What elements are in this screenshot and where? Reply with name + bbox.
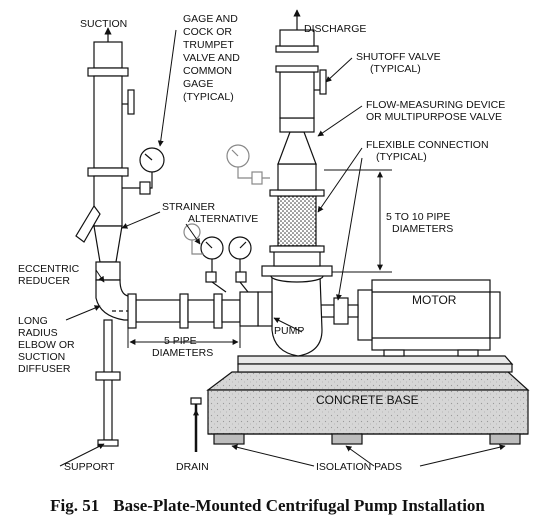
isolation-pad-left (213, 433, 245, 445)
label-eccentric-line2: REDUCER (18, 275, 70, 287)
label-isolation-pads: ISOLATION PADS (316, 461, 402, 473)
suction-pipe (75, 27, 137, 321)
discharge-shutoff-valve (314, 69, 327, 95)
label-gage-line7: (TYPICAL) (183, 91, 234, 103)
figure-number: Fig. 51 (50, 496, 100, 515)
label-eccentric-reducer: ECCENTRIC REDUCER (18, 263, 80, 287)
label-pump: PUMP (274, 325, 304, 337)
label-5-pipe-diameters: 5 PIPE DIAMETERS (152, 335, 213, 359)
horizontal-suction-run (112, 291, 259, 329)
dimension-5-pipe-diameters (127, 326, 241, 348)
label-flow-line1: FLOW-MEASURING DEVICE (366, 99, 505, 111)
support-stand (95, 319, 121, 447)
concrete-base (206, 371, 530, 435)
isolation-pad-middle (331, 433, 363, 445)
label-discharge: DISCHARGE (304, 23, 366, 35)
label-gage-line5: COMMON (183, 65, 232, 77)
figure-title: Base-Plate-Mounted Centrifugal Pump Inst… (113, 496, 485, 515)
dimension-5-to-10-pipe-diameters (324, 169, 392, 273)
label-flow-measuring-device: FLOW-MEASURING DEVICE OR MULTIPURPOSE VA… (366, 99, 505, 123)
pump-casing (257, 265, 333, 357)
label-pipe-dia-line2: DIAMETERS (392, 223, 453, 235)
alternative-gages (200, 236, 252, 293)
label-five-pipe-line1: 5 PIPE (164, 335, 197, 347)
label-long-line2: RADIUS (18, 327, 58, 339)
suction-gage (122, 147, 165, 195)
label-long-line1: LONG (18, 315, 48, 327)
label-long-radius-elbow: LONG RADIUS ELBOW OR SUCTION DIFFUSER (18, 315, 75, 375)
discharge-alternative-gage (226, 144, 270, 185)
label-gage-line1: GAGE AND (183, 13, 238, 25)
suction-shutoff-valve (122, 89, 135, 115)
label-gage-line2: COCK OR (183, 26, 232, 38)
label-gage-line4: VALVE AND (183, 52, 240, 64)
label-flexible-line2: (TYPICAL) (376, 151, 427, 163)
discharge-pipe (269, 9, 325, 267)
label-eccentric-line1: ECCENTRIC (18, 263, 80, 275)
label-long-line5: DIFFUSER (18, 363, 71, 375)
label-alternative: ALTERNATIVE (188, 213, 258, 225)
label-flow-line2: OR MULTIPURPOSE VALVE (366, 111, 502, 123)
label-suction: SUCTION (80, 18, 127, 30)
label-5-to-10-pipe-diameters: 5 TO 10 PIPE DIAMETERS (386, 211, 453, 235)
leader-lines (59, 29, 506, 467)
label-long-line3: ELBOW OR (18, 339, 75, 351)
label-gage: GAGE AND COCK OR TRUMPET VALVE AND COMMO… (183, 13, 240, 103)
label-gage-line6: GAGE (183, 78, 213, 90)
label-support: SUPPORT (64, 461, 115, 473)
motor (357, 279, 501, 357)
label-shutoff-line2: (TYPICAL) (370, 63, 421, 75)
isolation-pad-right (489, 433, 521, 445)
label-five-pipe-line2: DIAMETERS (152, 347, 213, 359)
shaft-coupling (317, 297, 359, 325)
figure-caption: Fig. 51 Base-Plate-Mounted Centrifugal Pu… (0, 496, 535, 516)
isolation-pads (213, 433, 521, 445)
label-gage-line3: TRUMPET (183, 39, 234, 51)
label-shutoff-line1: SHUTOFF VALVE (356, 51, 441, 63)
label-motor: MOTOR (412, 293, 457, 307)
pump-installation-diagram: SUCTION GAGE AND COCK OR TRUMPET VALVE A… (18, 9, 530, 473)
label-drain: DRAIN (176, 461, 209, 473)
label-concrete-base: CONCRETE BASE (316, 393, 419, 407)
label-pipe-dia-line1: 5 TO 10 PIPE (386, 211, 450, 223)
label-shutoff-valve: SHUTOFF VALVE (TYPICAL) (356, 51, 441, 75)
label-strainer: STRAINER (162, 201, 216, 213)
label-flexible-line1: FLEXIBLE CONNECTION (366, 139, 489, 151)
label-long-line4: SUCTION (18, 351, 65, 363)
label-flexible-connection: FLEXIBLE CONNECTION (TYPICAL) (366, 139, 489, 163)
base-plate (237, 355, 514, 373)
